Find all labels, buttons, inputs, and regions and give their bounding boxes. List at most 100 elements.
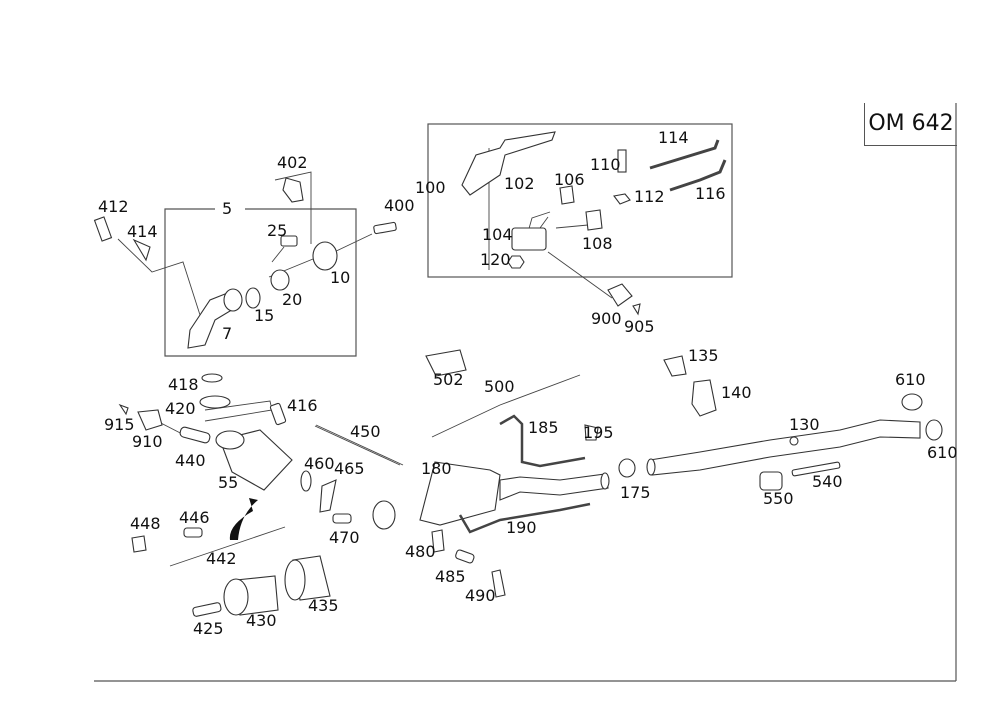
- part-label[interactable]: 425: [193, 619, 224, 638]
- part-label[interactable]: 460: [304, 454, 335, 473]
- part-label[interactable]: 10: [330, 268, 351, 287]
- part-label[interactable]: 25: [267, 221, 288, 240]
- filter-inlet: [372, 500, 396, 530]
- part-label[interactable]: 135: [688, 346, 719, 365]
- ring-418: [201, 373, 223, 383]
- clamp-465: [319, 479, 337, 513]
- arrow-icon: [229, 498, 258, 540]
- part-label[interactable]: 465: [334, 459, 365, 478]
- part-label[interactable]: 15: [254, 306, 275, 325]
- part-label[interactable]: 106: [554, 170, 585, 189]
- part-label[interactable]: 502: [433, 370, 464, 389]
- bolt-425: [192, 602, 222, 617]
- clamp-20: [270, 269, 290, 291]
- part-label[interactable]: 442: [206, 549, 237, 568]
- bracket-102: [461, 131, 556, 196]
- part-label[interactable]: 110: [590, 155, 621, 174]
- gasket-420: [199, 395, 231, 409]
- part-label[interactable]: 414: [127, 222, 158, 241]
- part-label[interactable]: 55: [218, 473, 239, 492]
- clamp-175: [618, 458, 636, 478]
- part-label[interactable]: 440: [175, 451, 206, 470]
- part-label[interactable]: 910: [132, 432, 163, 451]
- part-label[interactable]: 448: [130, 514, 161, 533]
- part-label[interactable]: 175: [620, 483, 651, 502]
- bolt-400: [373, 221, 397, 235]
- part-label[interactable]: 112: [634, 187, 665, 206]
- connector-910: [137, 409, 163, 431]
- bolt-485: [455, 549, 475, 564]
- part-label[interactable]: 450: [350, 422, 381, 441]
- part-label[interactable]: 915: [104, 415, 135, 434]
- part-label[interactable]: 416: [287, 396, 318, 415]
- sensor-cable-450: [315, 424, 404, 466]
- part-label[interactable]: 418: [168, 375, 199, 394]
- bolt-110: [617, 149, 627, 173]
- plug-905: [632, 303, 641, 316]
- part-label[interactable]: 420: [165, 399, 196, 418]
- group-5-frame: [164, 208, 357, 357]
- hose-116: [669, 159, 727, 192]
- part-label[interactable]: 190: [506, 518, 537, 537]
- valve-104: [511, 227, 547, 251]
- group-100-label[interactable]: 100: [415, 178, 446, 197]
- part-label[interactable]: 905: [624, 317, 655, 336]
- connector-900: [607, 283, 633, 307]
- converter-inlet: [215, 430, 245, 450]
- bolt-446: [183, 527, 203, 538]
- part-label[interactable]: 470: [329, 528, 360, 547]
- bracket-490: [491, 569, 506, 598]
- clamp-108: [585, 209, 603, 231]
- part-label[interactable]: 102: [504, 174, 535, 193]
- part-label[interactable]: 610: [927, 443, 958, 462]
- part-label[interactable]: 550: [763, 489, 794, 508]
- group-5-label[interactable]: 5: [222, 199, 233, 218]
- part-label[interactable]: 104: [482, 225, 513, 244]
- filter-outlet-end: [600, 472, 610, 490]
- part-label[interactable]: 400: [384, 196, 415, 215]
- damper-550: [759, 471, 783, 491]
- part-label[interactable]: 480: [405, 542, 436, 561]
- filter-outlet-pipe: [499, 473, 609, 501]
- clamp-195: [584, 424, 599, 441]
- part-label[interactable]: 108: [582, 234, 613, 253]
- part-label[interactable]: 185: [528, 418, 559, 437]
- part-label[interactable]: 195: [583, 423, 614, 442]
- part-label[interactable]: 20: [282, 290, 303, 309]
- part-label[interactable]: 140: [721, 383, 752, 402]
- part-label[interactable]: 485: [435, 567, 466, 586]
- part-label[interactable]: 7: [222, 324, 233, 343]
- part-label[interactable]: 402: [277, 153, 308, 172]
- part-label[interactable]: 446: [179, 508, 210, 527]
- pipe-7-end: [223, 288, 243, 312]
- part-label[interactable]: 412: [98, 197, 129, 216]
- part-label[interactable]: 500: [484, 377, 515, 396]
- part-label[interactable]: 180: [421, 459, 452, 478]
- part-label[interactable]: 116: [695, 184, 726, 203]
- sensor-440: [179, 426, 211, 444]
- clamp-106: [559, 185, 575, 205]
- bolt-540: [791, 461, 841, 477]
- turbo-outlet-parts: [93, 177, 397, 349]
- catalytic-converter-parts: [118, 373, 404, 617]
- part-label[interactable]: 114: [658, 128, 689, 147]
- pipe-130: [649, 419, 921, 476]
- bolt-416: [269, 402, 287, 426]
- dpf-parts: [372, 349, 636, 598]
- part-label[interactable]: 490: [465, 586, 496, 605]
- part-label[interactable]: 610: [895, 370, 926, 389]
- shield-435-end: [284, 559, 306, 601]
- part-label[interactable]: 435: [308, 596, 339, 615]
- part-label[interactable]: 900: [591, 309, 622, 328]
- pipe-190: [458, 502, 591, 534]
- gasket-402: [282, 177, 304, 203]
- plate-414: [132, 238, 151, 262]
- part-label[interactable]: 130: [789, 415, 820, 434]
- part-label[interactable]: 120: [480, 250, 511, 269]
- part-label[interactable]: 540: [812, 472, 843, 491]
- part-label[interactable]: 430: [246, 611, 277, 630]
- plug-915: [118, 403, 129, 416]
- leader-lines: [117, 148, 613, 567]
